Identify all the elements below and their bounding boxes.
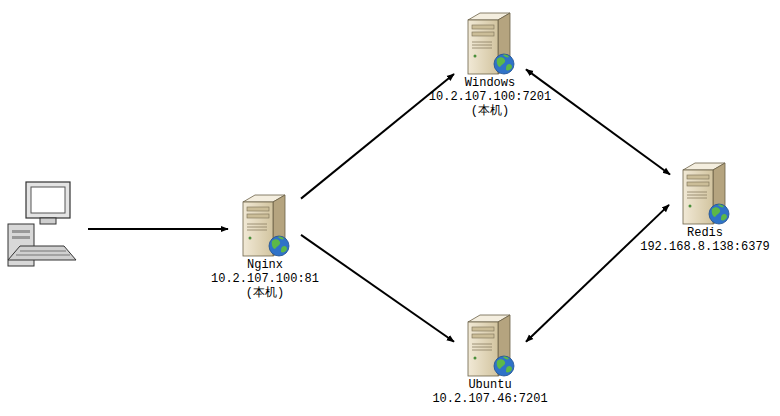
server-node: Windows10.2.107.100:7201(本机) (429, 10, 552, 118)
server-node: Ubuntu10.2.107.46:7201 (432, 312, 548, 406)
server-name: Ubuntu (432, 378, 548, 392)
server-node: Redis192.168.8.138:6379 (640, 160, 770, 254)
server-address: (本机) (211, 286, 320, 300)
connector-arrow (301, 235, 454, 342)
connector-arrow (526, 69, 670, 174)
server-icon (237, 192, 293, 258)
server-name: Nginx (211, 258, 320, 272)
server-name: Windows (429, 76, 552, 90)
server-name: Redis (640, 226, 770, 240)
server-address: 10.2.107.100:7201 (429, 90, 552, 104)
server-address: 10.2.107.46:7201 (432, 392, 548, 406)
server-address: 10.2.107.100:81 (211, 272, 320, 286)
client-arrow (88, 228, 228, 230)
server-address: (本机) (429, 104, 552, 118)
server-icon (677, 160, 733, 226)
server-address: 192.168.8.138:6379 (640, 240, 770, 254)
server-node: Nginx10.2.107.100:81(本机) (211, 192, 320, 300)
server-icon (462, 312, 518, 378)
connector-arrow (526, 205, 669, 342)
server-icon (462, 10, 518, 76)
client-computer (8, 182, 76, 266)
